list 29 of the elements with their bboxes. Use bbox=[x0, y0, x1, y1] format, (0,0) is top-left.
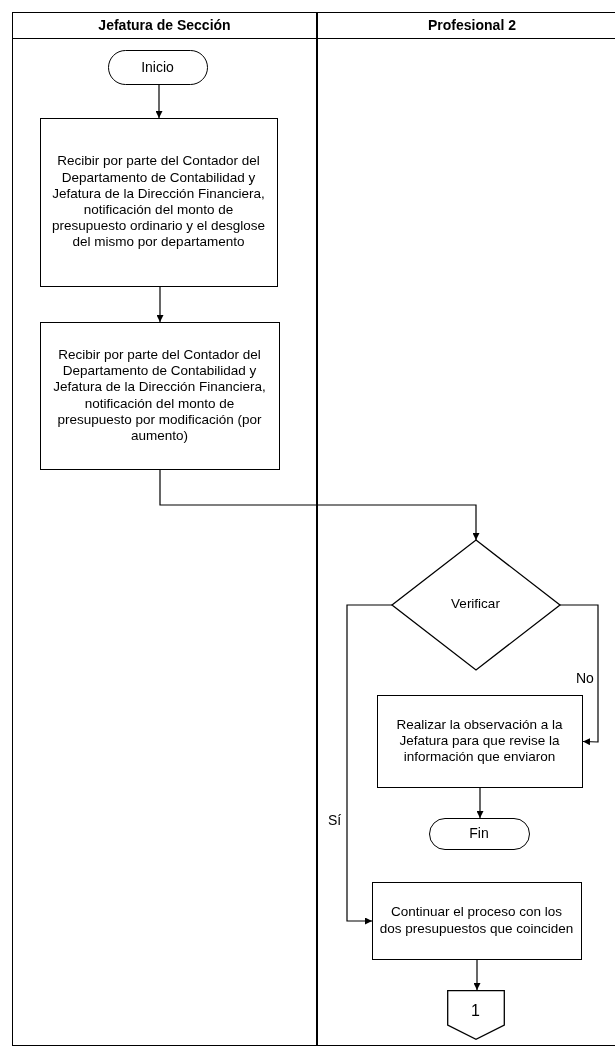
arrow bbox=[155, 84, 163, 119]
decision-diamond bbox=[391, 539, 560, 670]
arrow bbox=[473, 959, 481, 991]
process-box bbox=[39, 117, 278, 287]
arrow bbox=[346, 604, 393, 925]
terminator-shape bbox=[107, 49, 208, 85]
node-text: Recibir por parte del Contador del Departamento de Contabilidad y Jefatura de la Dirección Financiera, notificación del monto de presupuesto ordinario y el desglose del mismo por departamento bbox=[50, 153, 267, 251]
node-text: 1 bbox=[471, 1000, 480, 1021]
off-page-connector bbox=[446, 989, 505, 1040]
node-text: Continuar el proceso con los dos presupuestos que coinciden bbox=[378, 904, 575, 937]
arrow bbox=[476, 787, 484, 819]
node-text: Verificar bbox=[451, 596, 500, 613]
node-text: Recibir por parte del Contador del Departamento de Contabilidad y Jefatura de la Dirección Financiera, notificación del monto de presupuesto por modificación (por aumento) bbox=[52, 346, 267, 445]
process-box bbox=[39, 321, 280, 470]
edge-label: No bbox=[574, 670, 596, 686]
swimlane bbox=[12, 12, 317, 1046]
node-text: Realizar la observación a la Jefatura para que revise la información que enviaron bbox=[395, 716, 564, 766]
terminator-shape bbox=[428, 817, 530, 850]
lane-header: Jefatura de Sección bbox=[13, 13, 316, 39]
process-box bbox=[376, 694, 583, 788]
arrow bbox=[159, 469, 480, 541]
swimlane bbox=[317, 12, 615, 1046]
lane-header: Profesional 2 bbox=[318, 13, 615, 39]
arrow bbox=[559, 604, 599, 746]
node-text: Fin bbox=[469, 825, 489, 842]
process-box bbox=[371, 881, 582, 960]
edge-label: Sí bbox=[326, 812, 344, 828]
arrow bbox=[156, 286, 164, 323]
node-text: Inicio bbox=[141, 58, 174, 76]
